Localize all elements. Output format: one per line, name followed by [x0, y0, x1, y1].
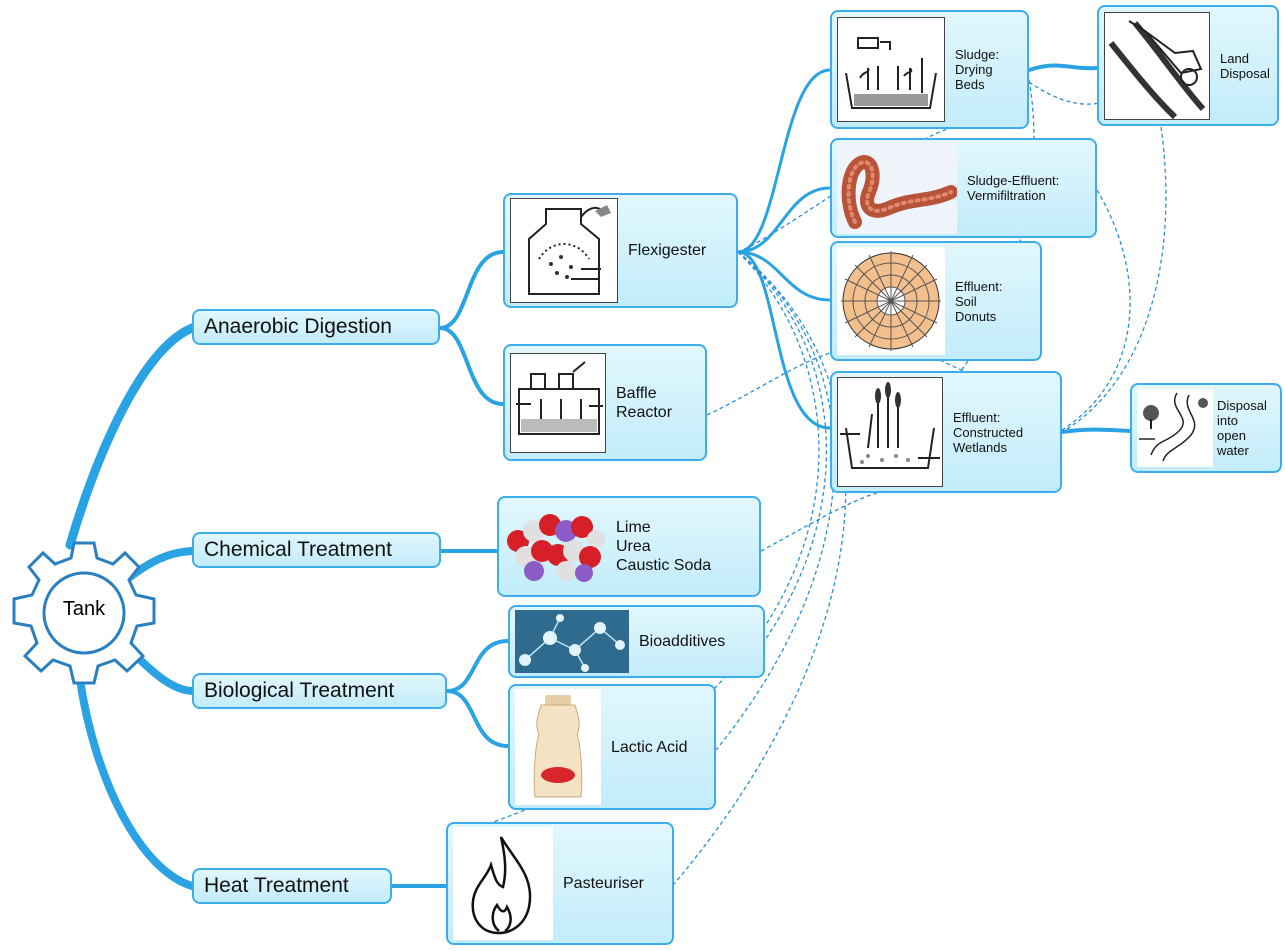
molecule-model-icon [504, 511, 606, 583]
node-label-line: Soil [955, 293, 977, 309]
node-label-line: Wetlands [953, 439, 1007, 455]
tank-root[interactable]: Tank [11, 540, 157, 686]
node-label-line: open [1217, 428, 1246, 443]
branch-tank-anaerobic [65, 323, 197, 550]
gear-icon [12, 541, 156, 685]
node-label-line: Constructed [953, 424, 1024, 440]
dashed-baffle-donuts [706, 349, 841, 416]
node-label-line: Sludge-Effluent: [967, 173, 1060, 188]
category-label: Chemical Treatment [204, 538, 392, 561]
drying-bed-sketch-icon [837, 17, 945, 122]
node-label-line: into [1217, 413, 1238, 428]
node-label-line: Effluent: [953, 409, 1001, 425]
node-label-line: Baffle [616, 384, 657, 402]
dashed-land-wetlands [1061, 119, 1167, 433]
category-label: Heat Treatment [204, 874, 349, 897]
node-label-line: Reactor [616, 403, 673, 421]
dashed-flexigester-pasteuriser [673, 251, 847, 885]
branch-flexigester-wetlands [736, 250, 832, 430]
node-chemicals[interactable]: Lime Urea Caustic Soda [497, 496, 761, 597]
dashed-chemicals-wetlands [760, 491, 881, 552]
branch-biological-bioadditives [445, 639, 510, 693]
category-anaerobic-digestion[interactable]: Anaerobic Digestion [192, 309, 440, 345]
node-pasteuriser[interactable]: Pasteuriser [446, 822, 674, 945]
molecular-network-icon [515, 610, 629, 673]
branch-anaerobic-flexigester [438, 250, 505, 330]
node-bioadditives[interactable]: Bioadditives [508, 605, 765, 678]
node-lactic-acid[interactable]: Lactic Acid [508, 684, 716, 810]
category-label: Biological Treatment [204, 679, 395, 702]
dashed-flexigester-bio [737, 251, 828, 641]
node-label-line: Disposal [1220, 65, 1270, 81]
node-constructed-wetlands[interactable]: Effluent: Constructed Wetlands [830, 371, 1062, 493]
wheelbarrow-sketch-icon [1104, 11, 1210, 120]
node-label-line: Beds [955, 77, 985, 92]
soil-donut-icon [837, 247, 945, 355]
node-label-line: Sludge: [955, 47, 1000, 62]
branch-tank-heat [76, 676, 196, 890]
branch-flexigester-drying [736, 68, 832, 254]
node-label-line: Vermifiltration [967, 188, 1046, 203]
flexigester-sketch-icon [510, 198, 618, 303]
node-label: Flexigester [628, 242, 707, 259]
category-label: Anaerobic Digestion [204, 315, 392, 338]
dashed-drying-land [1028, 81, 1131, 105]
branch-anaerobic-baffle [438, 326, 505, 406]
node-label-line: Disposal [1217, 398, 1267, 413]
node-land-disposal[interactable]: Land Disposal [1097, 5, 1279, 126]
node-label-line: Drying [955, 62, 993, 77]
flame-icon [453, 827, 553, 940]
branch-flexigester-vermi [736, 186, 832, 254]
node-label-line: water [1217, 443, 1249, 458]
node-label-line: Caustic Soda [616, 557, 712, 574]
dashed-vermi-wetlands [1061, 189, 1131, 431]
node-label-line: Effluent: [955, 278, 1003, 294]
wetland-sketch-icon [837, 377, 943, 487]
branch-biological-lactic [445, 689, 510, 748]
yakult-bottle-icon [515, 689, 601, 805]
node-baffle-reactor[interactable]: Baffle Reactor [503, 344, 707, 461]
branch-drying-land [1027, 63, 1099, 72]
node-label-line: Lime [616, 519, 651, 536]
baffle-reactor-sketch-icon [510, 352, 606, 453]
node-label: Bioadditives [639, 633, 726, 650]
node-flexigester[interactable]: Flexigester [503, 193, 738, 308]
node-sludge-drying-beds[interactable]: Sludge: Drying Beds [830, 10, 1029, 129]
category-biological-treatment[interactable]: Biological Treatment [192, 673, 447, 709]
tank-label: Tank [62, 598, 106, 620]
category-heat-treatment[interactable]: Heat Treatment [192, 868, 392, 904]
node-label-line: Donuts [955, 308, 997, 324]
node-soil-donuts[interactable]: Effluent: Soil Donuts [830, 241, 1042, 361]
dashed-donuts-wetlands [939, 359, 966, 373]
river-sketch-icon [1137, 389, 1213, 467]
node-vermifiltration[interactable]: Sludge-Effluent: Vermifiltration [830, 138, 1097, 238]
node-label: Lactic Acid [611, 738, 688, 756]
node-label-line: Land [1220, 50, 1249, 66]
branch-wetlands-water [1060, 427, 1132, 434]
branch-flexigester-donuts [736, 250, 832, 302]
node-open-water-disposal[interactable]: Disposal into open water [1130, 383, 1282, 473]
node-label: Pasteuriser [563, 875, 644, 892]
category-chemical-treatment[interactable]: Chemical Treatment [192, 532, 441, 568]
node-label-line: Urea [616, 538, 651, 555]
dashed-flexigester-pasteuriser-2 [475, 251, 820, 829]
earthworm-icon [837, 142, 958, 234]
